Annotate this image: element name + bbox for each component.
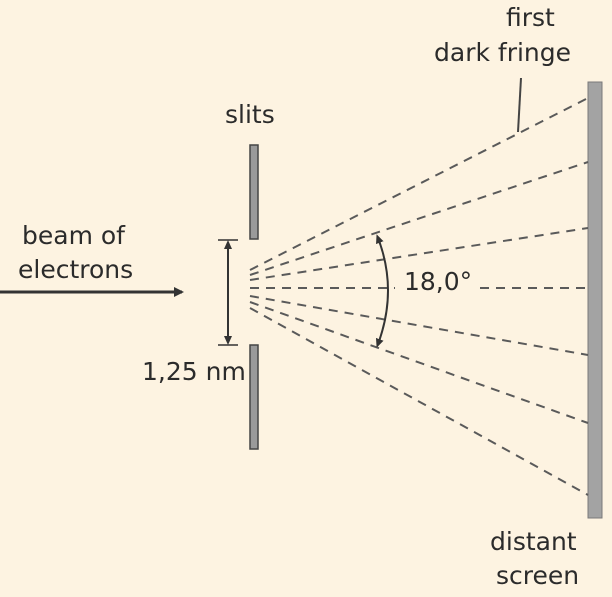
ray-7	[249, 307, 589, 496]
angle-label: 18,0°	[404, 267, 472, 296]
fringe-leader-line	[517, 77, 522, 133]
screen-label-line1: distant	[490, 527, 577, 556]
angle-arc	[375, 234, 389, 348]
upper-slit-barrier	[249, 144, 259, 240]
beam-label-line2: electrons	[18, 255, 133, 284]
fringe-label-line2: dark fringe	[434, 38, 571, 67]
ray-1	[249, 97, 589, 271]
ray-6	[249, 301, 589, 424]
fringe-label-line1: first	[506, 3, 555, 32]
slits-label: slits	[225, 100, 275, 129]
diffraction-rays	[249, 97, 589, 496]
lower-slit-barrier	[249, 344, 259, 450]
distant-screen	[587, 81, 603, 519]
ray-3	[249, 227, 589, 281]
ray-5	[249, 295, 589, 356]
ray-2	[249, 161, 589, 276]
beam-label-line1: beam of	[22, 221, 126, 250]
screen-label-line2: screen	[496, 561, 579, 590]
slit-separation-label: 1,25 nm	[142, 357, 246, 386]
